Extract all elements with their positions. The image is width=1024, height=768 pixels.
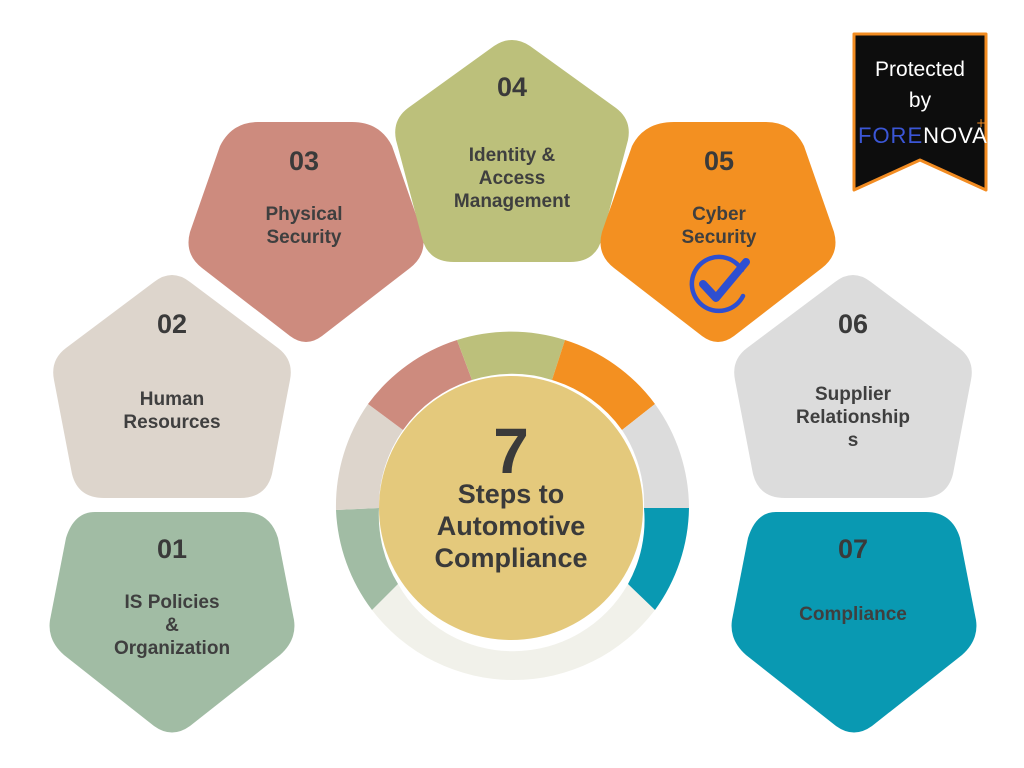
step-01-label-1: IS Policies	[124, 592, 219, 613]
step-04-label-2: Access	[479, 168, 546, 189]
step-02-shape	[53, 275, 291, 498]
step-05-label-2: Security	[682, 227, 757, 248]
step-02-label-2: Resources	[123, 412, 220, 433]
step-03-shape	[188, 122, 424, 342]
step-07: 07 Compliance	[731, 512, 977, 733]
step-01-number: 01	[157, 534, 187, 564]
ring-segment-bottom	[372, 584, 655, 681]
badge-shape	[852, 32, 988, 192]
center-circle	[379, 376, 643, 640]
step-02: 02 Human Resources	[53, 275, 291, 498]
center-hub: 7 Steps to Automotive Compliance	[379, 376, 643, 640]
ring-segment-07	[628, 508, 689, 610]
brand-part-2: NOVA	[923, 123, 988, 148]
step-06-label-2: Relationship	[796, 407, 910, 428]
step-04-shape	[395, 40, 629, 262]
step-04: 04 Identity & Access Management	[395, 40, 629, 262]
step-03-number: 03	[289, 146, 319, 176]
step-06-shape	[734, 275, 972, 498]
step-03-label-1: Physical	[265, 204, 342, 225]
ring-segment-02	[335, 404, 403, 510]
step-04-label-1: Identity &	[469, 145, 556, 166]
step-07-number: 07	[838, 534, 868, 564]
step-06-label-1: Supplier	[815, 384, 892, 405]
step-02-number: 02	[157, 309, 187, 339]
center-line-2: Automotive	[437, 511, 586, 541]
step-04-number: 04	[497, 72, 527, 102]
step-01-shape	[49, 512, 295, 733]
step-06-label-3: s	[848, 430, 859, 451]
protected-badge[interactable]: Protected by FORENOVA +	[852, 32, 988, 192]
step-05-shape	[600, 122, 836, 342]
step-01-label-3: Organization	[114, 638, 230, 659]
step-05-label-1: Cyber	[692, 204, 746, 225]
step-04-label-3: Management	[454, 191, 571, 212]
step-02-label-1: Human	[140, 389, 204, 410]
step-05: 05 Cyber Security	[600, 122, 836, 342]
center-line-1: Steps to	[458, 479, 565, 509]
badge-line-2: by	[909, 89, 932, 112]
step-06-number: 06	[838, 309, 868, 339]
check-circle-icon	[689, 254, 750, 314]
step-03-label-2: Security	[267, 227, 342, 248]
step-05-number: 05	[704, 146, 734, 176]
step-01: 01 IS Policies & Organization	[49, 512, 295, 733]
ring-segment-05	[552, 340, 655, 430]
ring-segment-04	[457, 331, 565, 380]
brand-part-1: FORE	[858, 123, 923, 148]
ring-segment-03	[368, 340, 472, 430]
step-03: 03 Physical Security	[188, 122, 424, 342]
ring-segment-01	[336, 508, 398, 610]
badge-line-1: Protected	[875, 58, 965, 81]
center-line-3: Compliance	[434, 543, 587, 573]
ring-segment-06	[622, 404, 689, 508]
step-07-shape	[731, 512, 977, 733]
forenova-logo: FORENOVA	[858, 123, 988, 148]
step-07-label-1: Compliance	[799, 604, 907, 625]
step-01-label-2: &	[165, 615, 179, 636]
center-number: 7	[493, 415, 529, 487]
center-ring	[335, 331, 689, 681]
step-06: 06 Supplier Relationship s	[734, 275, 972, 498]
sparkle-icon: +	[976, 116, 986, 130]
